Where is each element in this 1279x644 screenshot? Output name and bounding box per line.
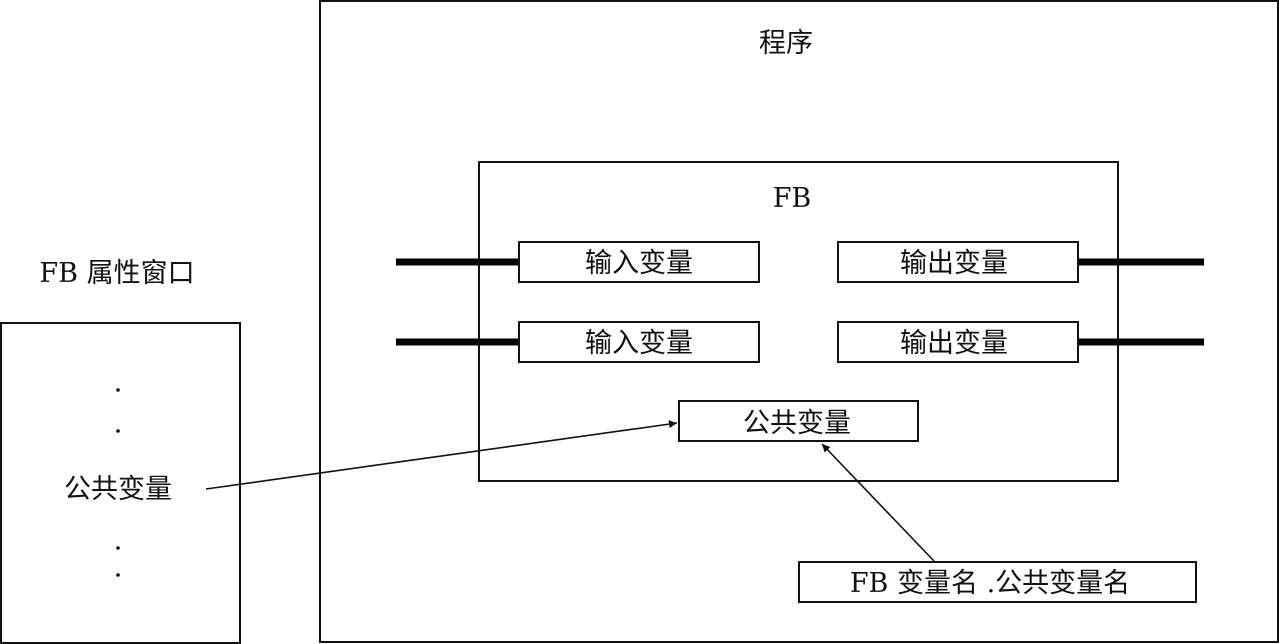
access-syntax-box xyxy=(798,561,1197,603)
ellipsis-dot-3 xyxy=(116,546,120,550)
output-variable-box-2 xyxy=(837,321,1079,363)
public-variable-box xyxy=(678,400,919,442)
input-variable-box-1 xyxy=(518,241,760,283)
input-variable-box-2 xyxy=(518,321,760,363)
ellipsis-dot-4 xyxy=(116,573,120,577)
program-frame xyxy=(319,0,1279,643)
fb-label: FB xyxy=(773,183,812,214)
output-variable-label-2: 输出变量 xyxy=(900,328,1008,359)
arrow-properties-to-public-variable xyxy=(205,420,678,490)
ellipsis-dot-1 xyxy=(116,388,120,392)
fb-block xyxy=(478,161,1119,482)
input-variable-label-2: 输入变量 xyxy=(585,328,693,359)
access-syntax-label: FB 变量名 .公共变量名 xyxy=(850,568,1130,599)
output-variable-label-1: 输出变量 xyxy=(900,248,1008,279)
program-label: 程序 xyxy=(759,28,813,59)
properties-window xyxy=(0,322,241,644)
properties-window-label: FB 属性窗口 xyxy=(39,258,194,289)
properties-public-variable: 公共变量 xyxy=(64,474,172,505)
output-variable-box-1 xyxy=(837,241,1079,283)
arrow-syntax-to-public-variable xyxy=(821,443,935,562)
ellipsis-dot-2 xyxy=(116,429,120,433)
public-variable-label: 公共变量 xyxy=(743,408,851,439)
input-variable-label-1: 输入变量 xyxy=(585,248,693,279)
